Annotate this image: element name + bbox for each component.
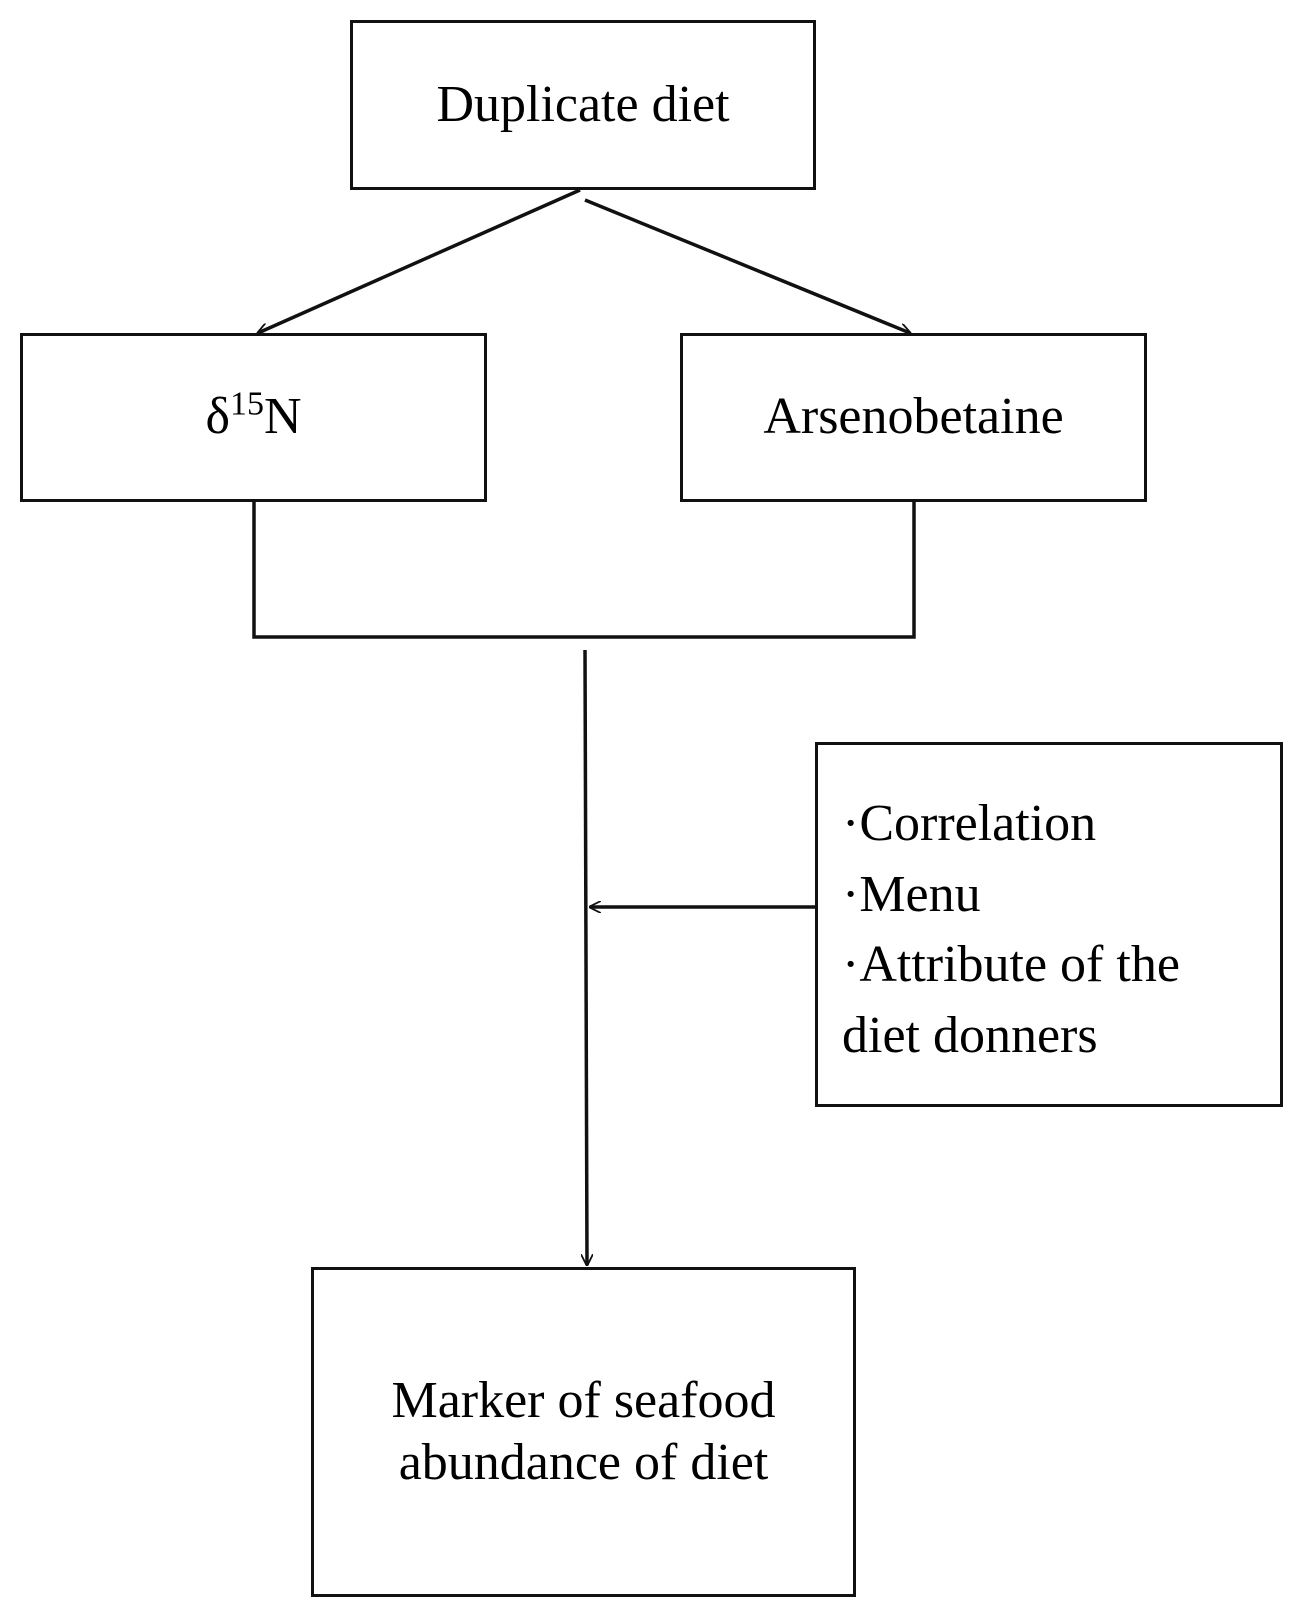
arrow-duplicate-to-d15n (258, 188, 581, 333)
marker-line-2: abundance of diet (398, 1434, 769, 1491)
factor-attribute: ·Attribute of the (842, 936, 1180, 994)
node-delta-15n-label: δ15N (205, 386, 301, 448)
node-duplicate-diet: Duplicate diet (350, 20, 816, 190)
delta-symbol: δ (205, 388, 230, 446)
node-marker-seafood: Marker of seafood abundance of diet (311, 1267, 856, 1597)
factor-attribute-cont: diet donners (842, 1007, 1098, 1065)
node-arsenobetaine: Arsenobetaine (680, 333, 1147, 502)
arrow-duplicate-to-arsenobetaine (584, 198, 910, 333)
node-arsenobetaine-label: Arsenobetaine (763, 388, 1064, 446)
delta-superscript: 15 (229, 385, 264, 423)
factor-menu: ·Menu (842, 865, 981, 923)
marker-line-1: Marker of seafood (391, 1371, 776, 1429)
node-factors: ·Correlation ·Menu ·Attribute of the die… (815, 742, 1283, 1107)
factor-correlation: ·Correlation (842, 795, 1097, 852)
delta-element: N (263, 388, 302, 446)
arrow-main-to-marker (585, 649, 587, 1265)
node-marker-seafood-label: Marker of seafood abundance of diet (391, 1370, 775, 1495)
merge-bracket (252, 502, 916, 639)
factor-list: ·Correlation ·Menu ·Attribute of the die… (842, 789, 1180, 1072)
node-duplicate-diet-label: Duplicate diet (436, 75, 730, 133)
node-delta-15n: δ15N (20, 333, 487, 502)
